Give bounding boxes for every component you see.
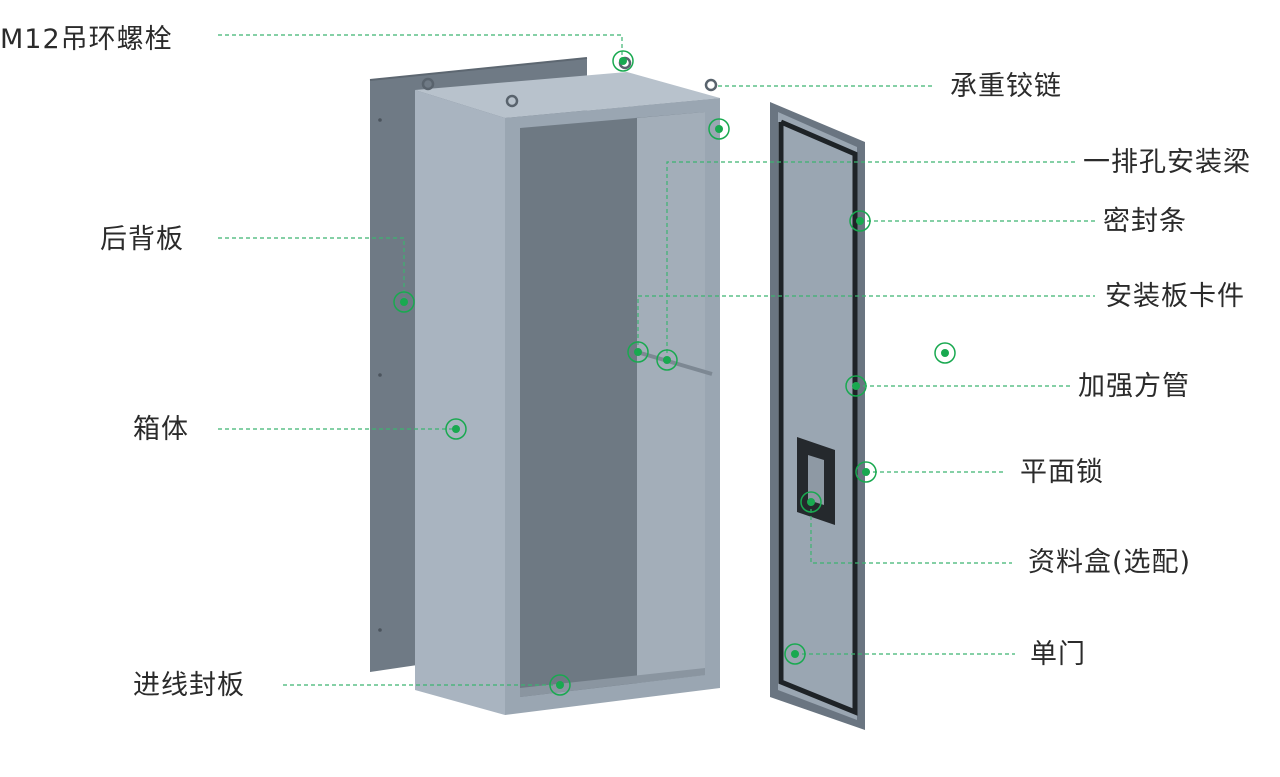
lifting-eye [704, 78, 718, 92]
cabinet-interior-floor [520, 668, 705, 697]
label-square-tube: 加强方管 [1078, 371, 1190, 402]
lifting-eye [505, 94, 519, 108]
marker-square-tube [845, 375, 867, 397]
leader-line-back-panel [218, 237, 405, 302]
label-gland-plate: 进线封板 [133, 670, 245, 701]
back-panel-hole [378, 118, 382, 122]
mounting-beam-shape [636, 350, 713, 376]
back-panel-hole [378, 373, 382, 377]
leader-line-document-box [810, 502, 1012, 564]
marker-single-door [784, 643, 806, 665]
door-gasket [778, 119, 858, 716]
marker-flat-lock [855, 461, 877, 483]
cabinet-top [415, 72, 720, 118]
marker-cabinet-body [445, 418, 467, 440]
leader-line-mounting-beam [666, 161, 1075, 360]
marker-hinge [708, 118, 730, 140]
label-cabinet-body: 箱体 [133, 414, 189, 445]
label-lifting-eye-bolt: M12吊环螺栓 [0, 24, 173, 55]
leader-line-plate-bracket [637, 295, 1095, 352]
marker-group [393, 50, 956, 696]
marker-document-box [800, 491, 822, 513]
marker-lifting-eye-bolt [612, 50, 634, 72]
label-back-panel: 后背板 [100, 224, 184, 255]
marker-standalone [934, 342, 956, 364]
back-panel-edge [369, 57, 588, 81]
back-panel-hole [378, 628, 382, 632]
cabinet-interior-right-wall [637, 112, 705, 683]
label-hinge: 承重铰链 [950, 71, 1062, 102]
marker-gland-plate [549, 674, 571, 696]
leader-line-lifting-eye-bolt [218, 34, 623, 62]
label-document-box: 资料盒(选配) [1028, 547, 1192, 578]
marker-mounting-beam [656, 349, 678, 371]
lifting-eye [421, 77, 435, 91]
label-mounting-beam: 一排孔安装梁 [1083, 147, 1251, 178]
door-panel [778, 112, 857, 720]
marker-seal-strip [849, 210, 871, 232]
leader-line-group [218, 34, 1095, 686]
label-seal-strip: 密封条 [1103, 206, 1187, 237]
label-plate-bracket: 安装板卡件 [1105, 281, 1245, 312]
cabinet-left-side [415, 90, 505, 715]
marker-plate-bracket [627, 341, 649, 363]
label-flat-lock: 平面锁 [1020, 457, 1104, 488]
marker-back-panel [393, 291, 415, 313]
label-single-door: 单门 [1030, 639, 1086, 670]
